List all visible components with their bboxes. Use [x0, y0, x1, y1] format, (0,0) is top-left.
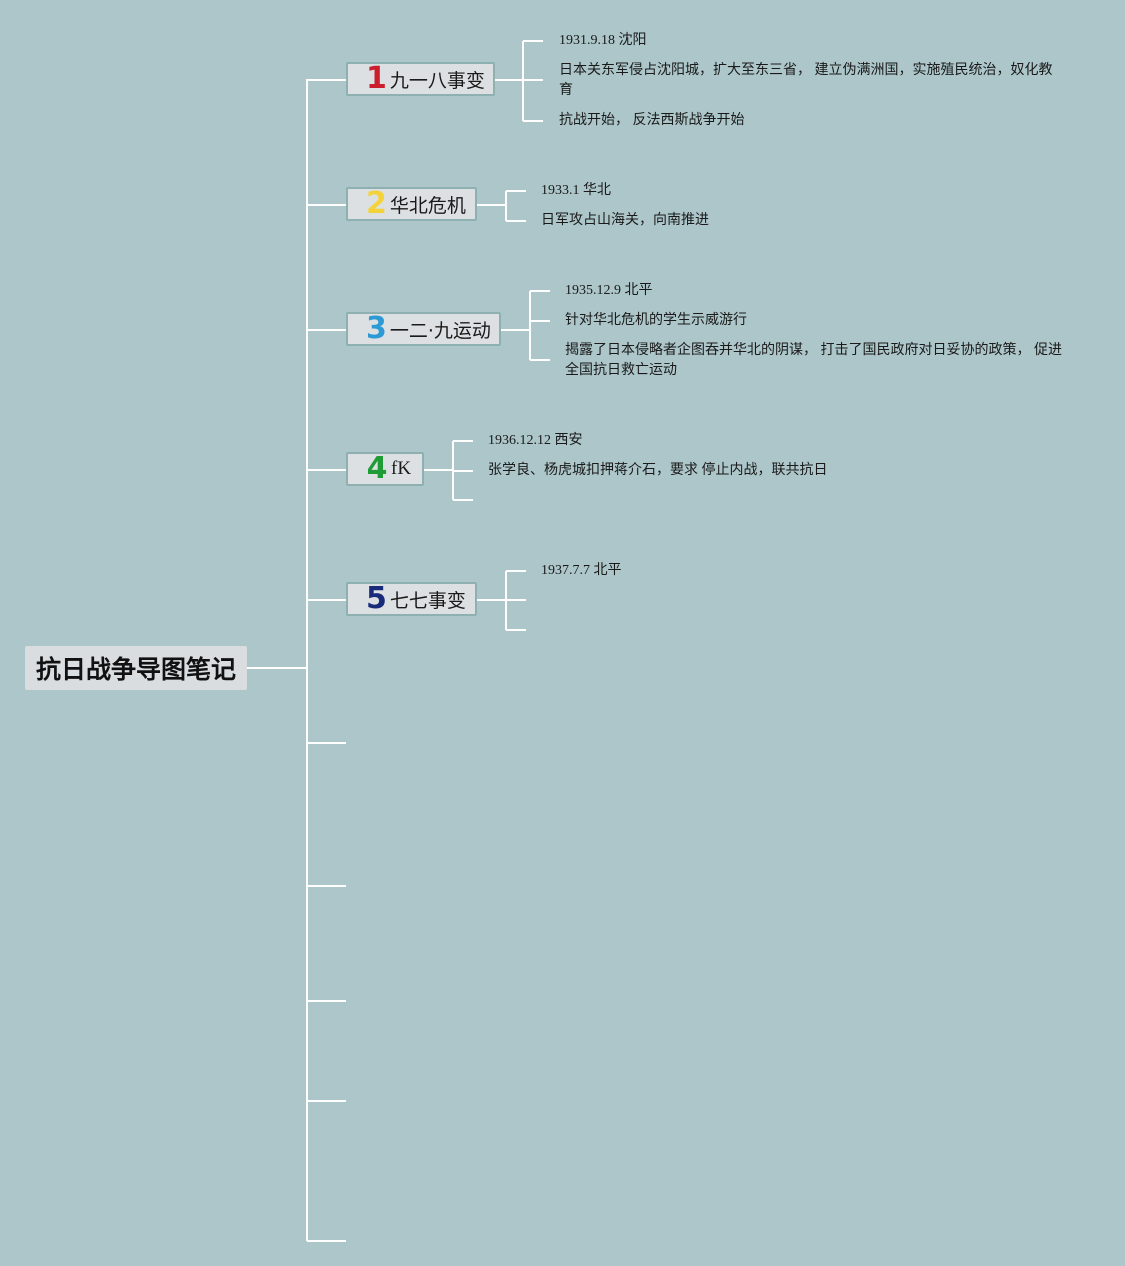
topic-label: 华北危机 — [389, 194, 466, 217]
note-3-1[interactable]: 1935.12.9 北平 — [565, 283, 653, 298]
note-2-1[interactable]: 1933.1 华北 — [541, 183, 611, 198]
note-4-2[interactable]: 张学良、杨虎城扣押蒋介石，要求 停止内战，联共抗日 — [488, 463, 828, 478]
topic-label: 九一八事变 — [389, 69, 485, 92]
note-2-2[interactable]: 日军攻占山海关，向南推进 — [541, 213, 709, 228]
topic-5[interactable]: 5 七七事变 — [346, 582, 477, 616]
note-5-1[interactable]: 1937.7.7 北平 — [541, 563, 622, 578]
note-1-3[interactable]: 抗战开始， 反法西斯战争开始 — [559, 113, 745, 128]
topic-3[interactable]: 3 一二·九运动 — [346, 312, 501, 346]
number-1-icon: 1 — [366, 61, 387, 96]
number-3-icon: 3 — [366, 311, 387, 346]
root-topic[interactable]: 抗日战争导图笔记 — [25, 646, 247, 690]
topic-label: fK — [391, 458, 412, 479]
topic-1[interactable]: 1 九一八事变 — [346, 62, 495, 96]
note-3-2[interactable]: 针对华北危机的学生示威游行 — [565, 313, 747, 328]
topic-label: 七七事变 — [389, 589, 466, 612]
note-1-2[interactable]: 日本关东军侵占沈阳城，扩大至东三省， 建立伪满洲国，实施殖民统治，奴化教育 — [559, 63, 1053, 98]
note-3-3[interactable]: 揭露了日本侵略者企图吞并华北的阴谋， 打击了国民政府对日妥协的政策， 促进全国抗… — [565, 343, 1062, 378]
note-1-1[interactable]: 1931.9.18 沈阳 — [559, 33, 647, 48]
number-5-icon: 5 — [366, 581, 387, 616]
topic-2[interactable]: 2 华北危机 — [346, 187, 477, 221]
topic-4[interactable]: 4 fK — [346, 452, 424, 486]
note-4-1[interactable]: 1936.12.12 西安 — [488, 433, 583, 448]
number-4-icon: 4 — [366, 451, 388, 486]
topic-label: 一二·九运动 — [389, 319, 491, 342]
number-2-icon: 2 — [366, 186, 387, 221]
